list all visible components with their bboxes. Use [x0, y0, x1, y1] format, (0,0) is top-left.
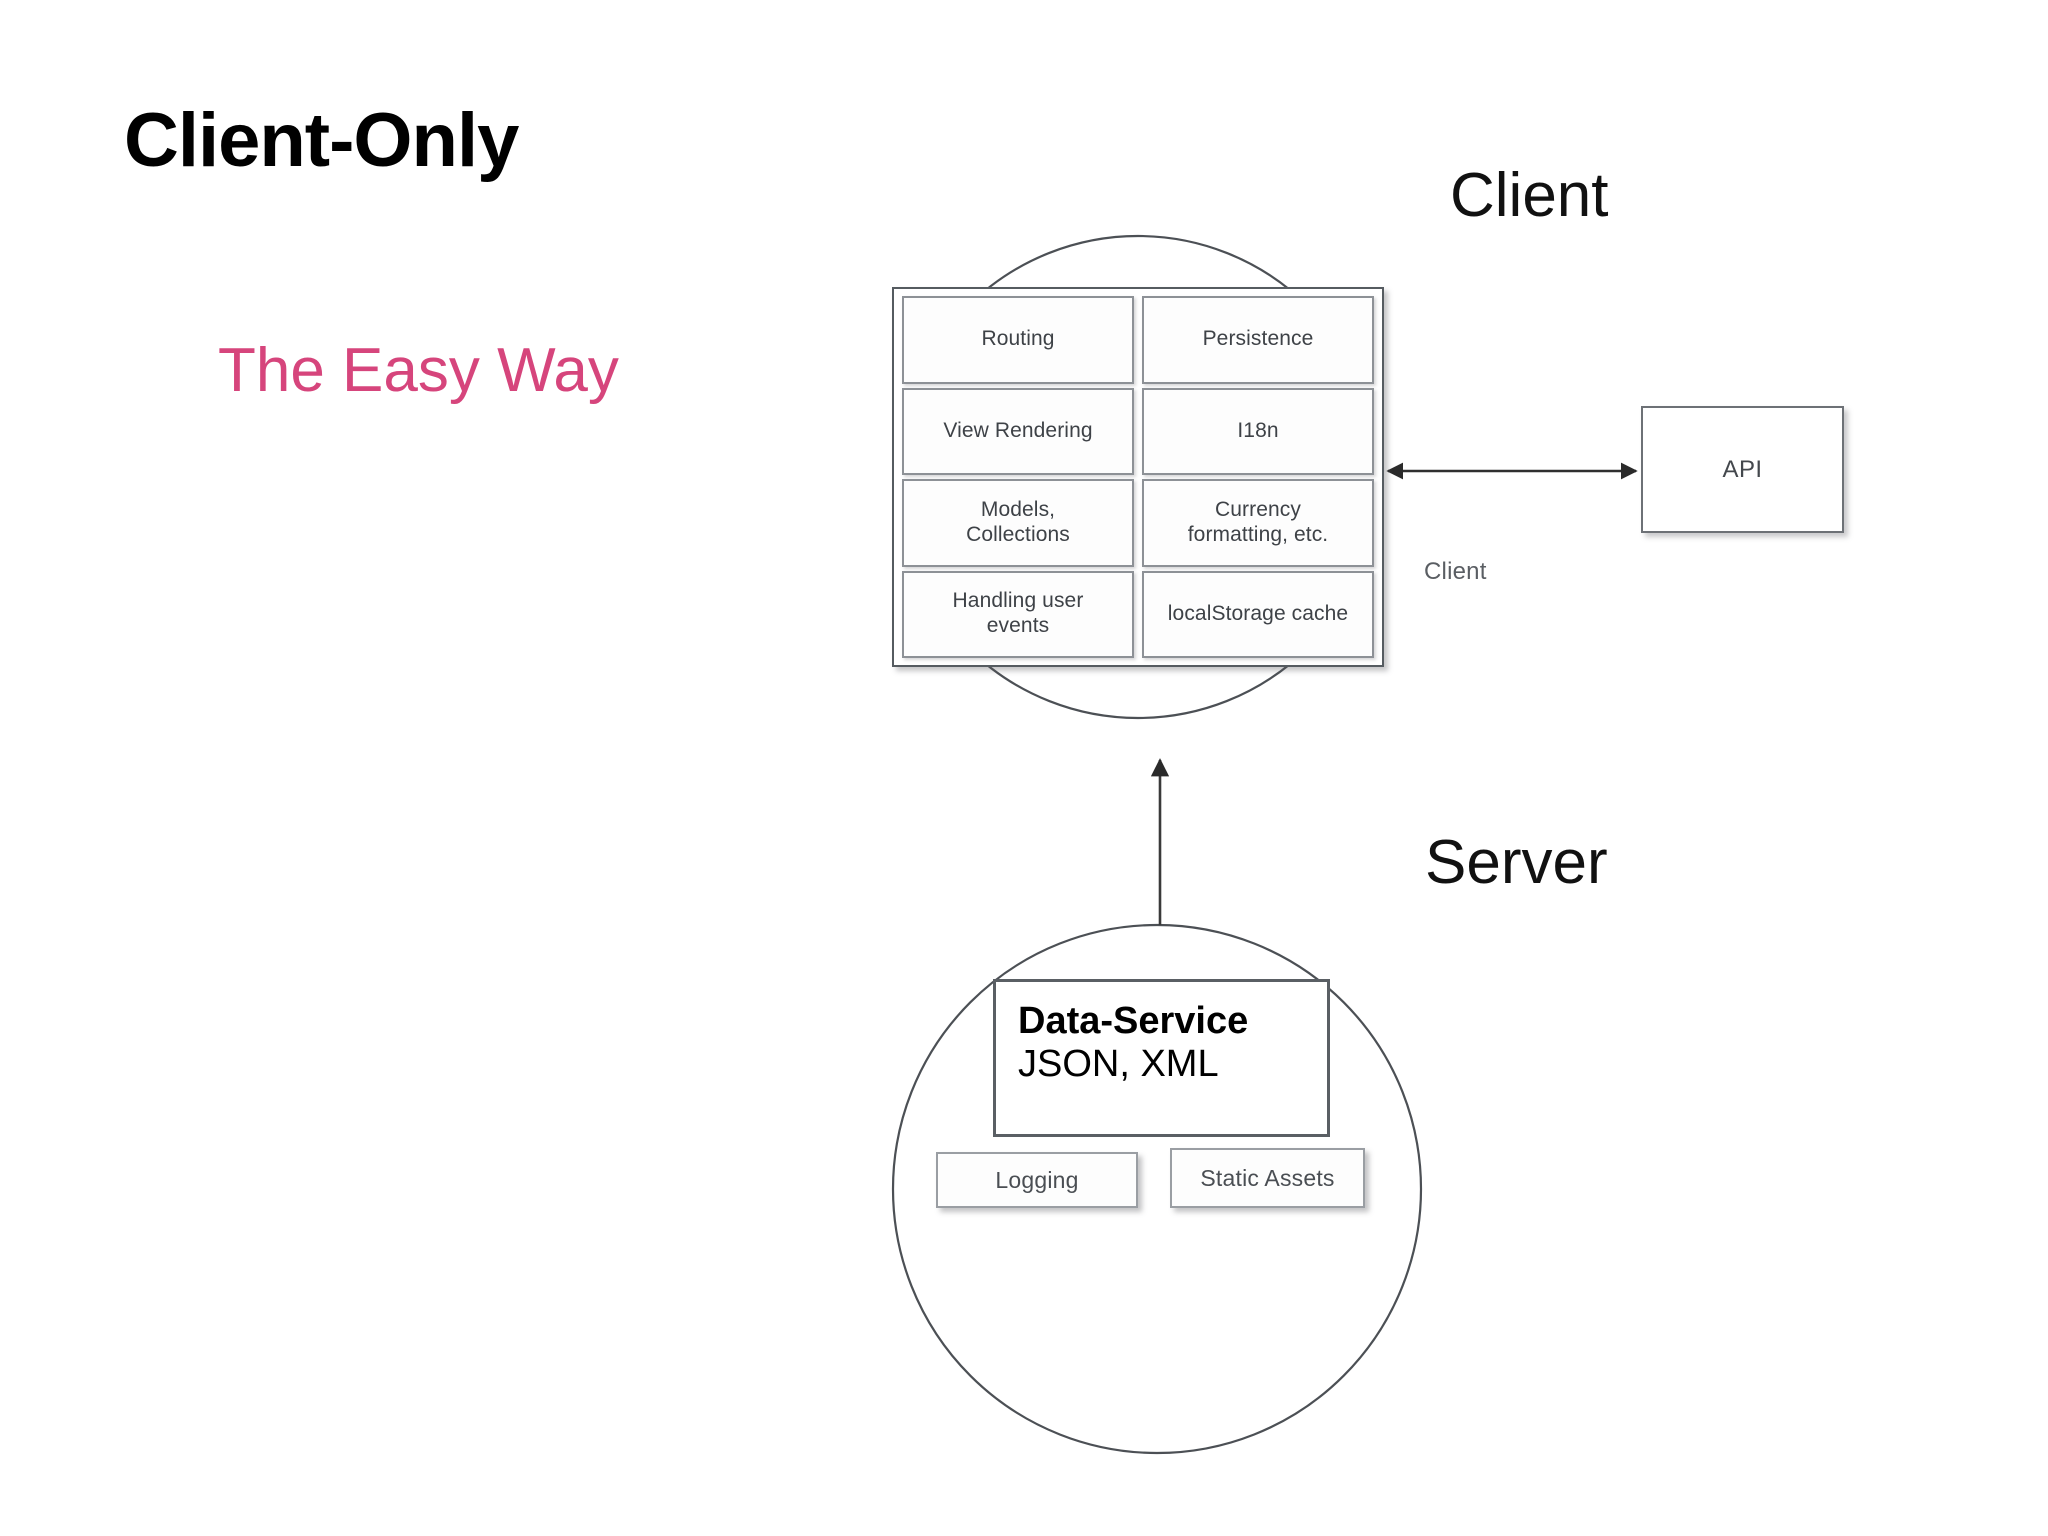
- zone-label-server: Server: [1425, 828, 1608, 897]
- client-cell-view-rendering[interactable]: View Rendering: [902, 387, 1134, 475]
- client-cell-currency-formatting[interactable]: Currency formatting, etc.: [1142, 479, 1374, 567]
- client-stack-row: View Rendering I18n: [902, 387, 1374, 475]
- client-stack-row: Handling user events localStorage cache: [902, 570, 1374, 658]
- data-service-formats: JSON, XML: [1018, 1042, 1219, 1085]
- page-subtitle: The Easy Way: [218, 336, 619, 405]
- client-cell-i18n[interactable]: I18n: [1142, 387, 1374, 475]
- api-box[interactable]: API: [1641, 406, 1844, 533]
- client-stack-row: Routing Persistence: [902, 296, 1374, 384]
- client-cell-localstorage-cache[interactable]: localStorage cache: [1142, 570, 1374, 658]
- client-capability-stack: Routing Persistence View Rendering I18n …: [892, 287, 1384, 667]
- page-title: Client-Only: [124, 98, 519, 183]
- client-cell-handling-user-events[interactable]: Handling user events: [902, 570, 1134, 658]
- client-cell-persistence[interactable]: Persistence: [1142, 296, 1374, 384]
- client-cell-models-collections[interactable]: Models, Collections: [902, 479, 1134, 567]
- server-box-logging[interactable]: Logging: [936, 1152, 1138, 1208]
- client-boundary-caption: Client: [1424, 558, 1487, 585]
- data-service-title: Data-Service: [1018, 1000, 1249, 1042]
- client-stack-row: Models, Collections Currency formatting,…: [902, 479, 1374, 567]
- server-box-static-assets[interactable]: Static Assets: [1170, 1148, 1365, 1208]
- client-cell-routing[interactable]: Routing: [902, 296, 1134, 384]
- data-service-box[interactable]: Data-Service JSON, XML: [993, 979, 1330, 1137]
- zone-label-client: Client: [1450, 161, 1609, 230]
